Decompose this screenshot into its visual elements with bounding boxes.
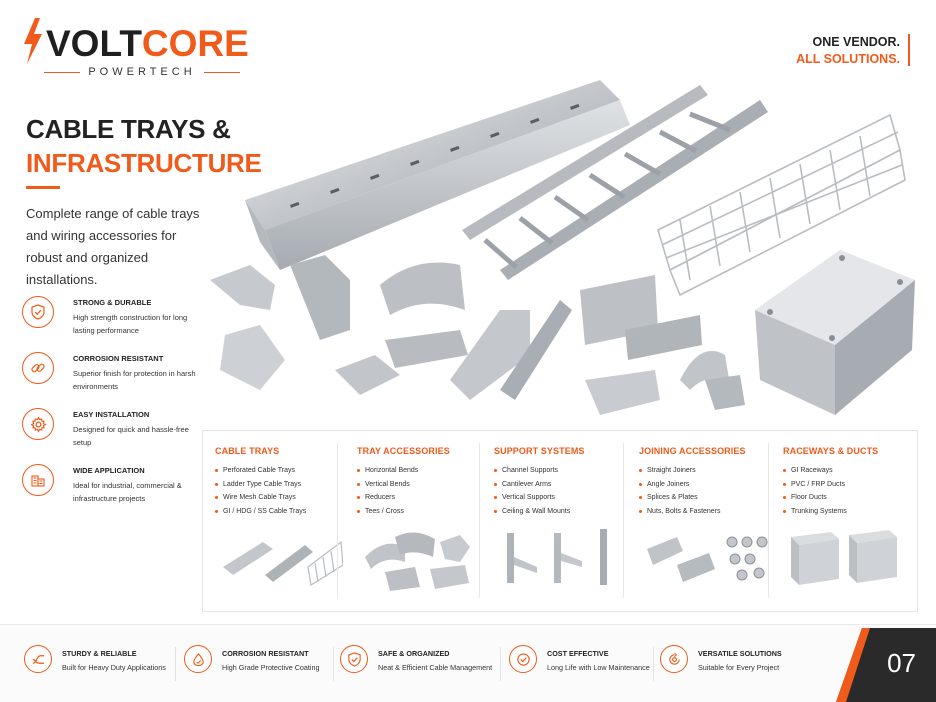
list-item: Channel Supports (494, 464, 620, 478)
tagline: ONE VENDOR. ALL SOLUTIONS. (796, 35, 900, 66)
lightning-bolt-icon (24, 18, 42, 64)
category-tray-accessories: TRAY ACCESSORIES Horizontal Bends Vertic… (357, 431, 483, 613)
gear-icon (22, 408, 54, 440)
list-item: Ladder Type Cable Trays (215, 478, 341, 492)
feature-item: EASY INSTALLATION Designed for quick and… (22, 406, 202, 456)
divider (0, 624, 936, 625)
divider (623, 443, 624, 598)
divider (175, 647, 176, 681)
list-item: Floor Ducts (783, 491, 913, 505)
ladder-tray-image (462, 85, 768, 280)
list-item: Perforated Cable Trays (215, 464, 341, 478)
divider (500, 647, 501, 681)
cable-route-icon (24, 645, 52, 673)
shield-check-icon (340, 645, 368, 673)
list-item: Nuts, Bolts & Fasteners (639, 505, 765, 519)
divider (768, 443, 769, 598)
tray-accessories-image (210, 255, 745, 415)
page-title: CABLE TRAYS & INFRASTRUCTURE (26, 114, 262, 178)
list-item: Tees / Cross (357, 505, 483, 519)
divider (653, 647, 654, 681)
support-systems-thumbnail (507, 529, 607, 585)
category-cable-trays: CABLE TRAYS Perforated Cable Trays Ladde… (215, 431, 343, 613)
raceways-thumbnail (791, 530, 897, 585)
drop-shield-icon (184, 645, 212, 673)
page-number: 07 (887, 648, 916, 678)
wire-mesh-tray-image (657, 113, 906, 297)
buildings-icon (22, 464, 54, 496)
intro-text: Complete range of cable trays and wiring… (26, 206, 200, 287)
category-raceways-ducts: RACEWAYS & DUCTS GI Raceways PVC / FRP D… (783, 431, 913, 613)
tray-accessories-thumbnail (365, 532, 470, 591)
product-illustration (210, 80, 915, 415)
list-item: GI / HDG / SS Cable Trays (215, 505, 341, 519)
settings-cycle-icon (660, 645, 688, 673)
badge-check-icon (509, 645, 537, 673)
junction-box-image (755, 250, 915, 415)
list-item: Wire Mesh Cable Trays (215, 491, 341, 505)
list-item: Splices & Plates (639, 491, 765, 505)
feature-item: CORROSION RESISTANT Superior finish for … (22, 350, 202, 400)
shield-check-icon (22, 296, 54, 328)
list-item: Straight Joiners (639, 464, 765, 478)
list-item: PVC / FRP Ducts (783, 478, 913, 492)
category-support-systems: SUPPORT SYSTEMS Channel Supports Cantile… (494, 431, 620, 613)
tagline-accent-bar (908, 34, 910, 66)
title-underline (26, 186, 60, 189)
brand-subtitle: POWERTECH (44, 65, 240, 79)
divider (337, 443, 338, 598)
chain-link-icon (22, 352, 54, 384)
perforated-tray-image (245, 80, 630, 270)
divider (479, 443, 480, 598)
list-item: Ceiling & Wall Mounts (494, 505, 620, 519)
list-item: Cantilever Arms (494, 478, 620, 492)
list-item: Horizontal Bends (357, 464, 483, 478)
list-item: GI Raceways (783, 464, 913, 478)
feature-item: WIDE APPLICATION Ideal for industrial, c… (22, 462, 202, 512)
brand-logo: VOLTCORE POWERTECH (22, 18, 249, 80)
categories-panel: CABLE TRAYS Perforated Cable Trays Ladde… (202, 430, 918, 612)
divider (333, 647, 334, 681)
joining-accessories-thumbnail (647, 536, 768, 582)
list-item: Vertical Bends (357, 478, 483, 492)
list-item: Angle Joiners (639, 478, 765, 492)
list-item: Trunking Systems (783, 505, 913, 519)
footer-benefits: STURDY & RELIABLE Built for Heavy Duty A… (0, 625, 936, 702)
brand-name: VOLTCORE (46, 23, 249, 64)
cable-trays-thumbnail (223, 540, 343, 586)
category-joining-accessories: JOINING ACCESSORIES Straight Joiners Ang… (639, 431, 768, 613)
page-corner-graphic (836, 628, 936, 702)
list-item: Reducers (357, 491, 483, 505)
feature-item: STRONG & DURABLE High strength construct… (22, 294, 202, 344)
list-item: Vertical Supports (494, 491, 620, 505)
